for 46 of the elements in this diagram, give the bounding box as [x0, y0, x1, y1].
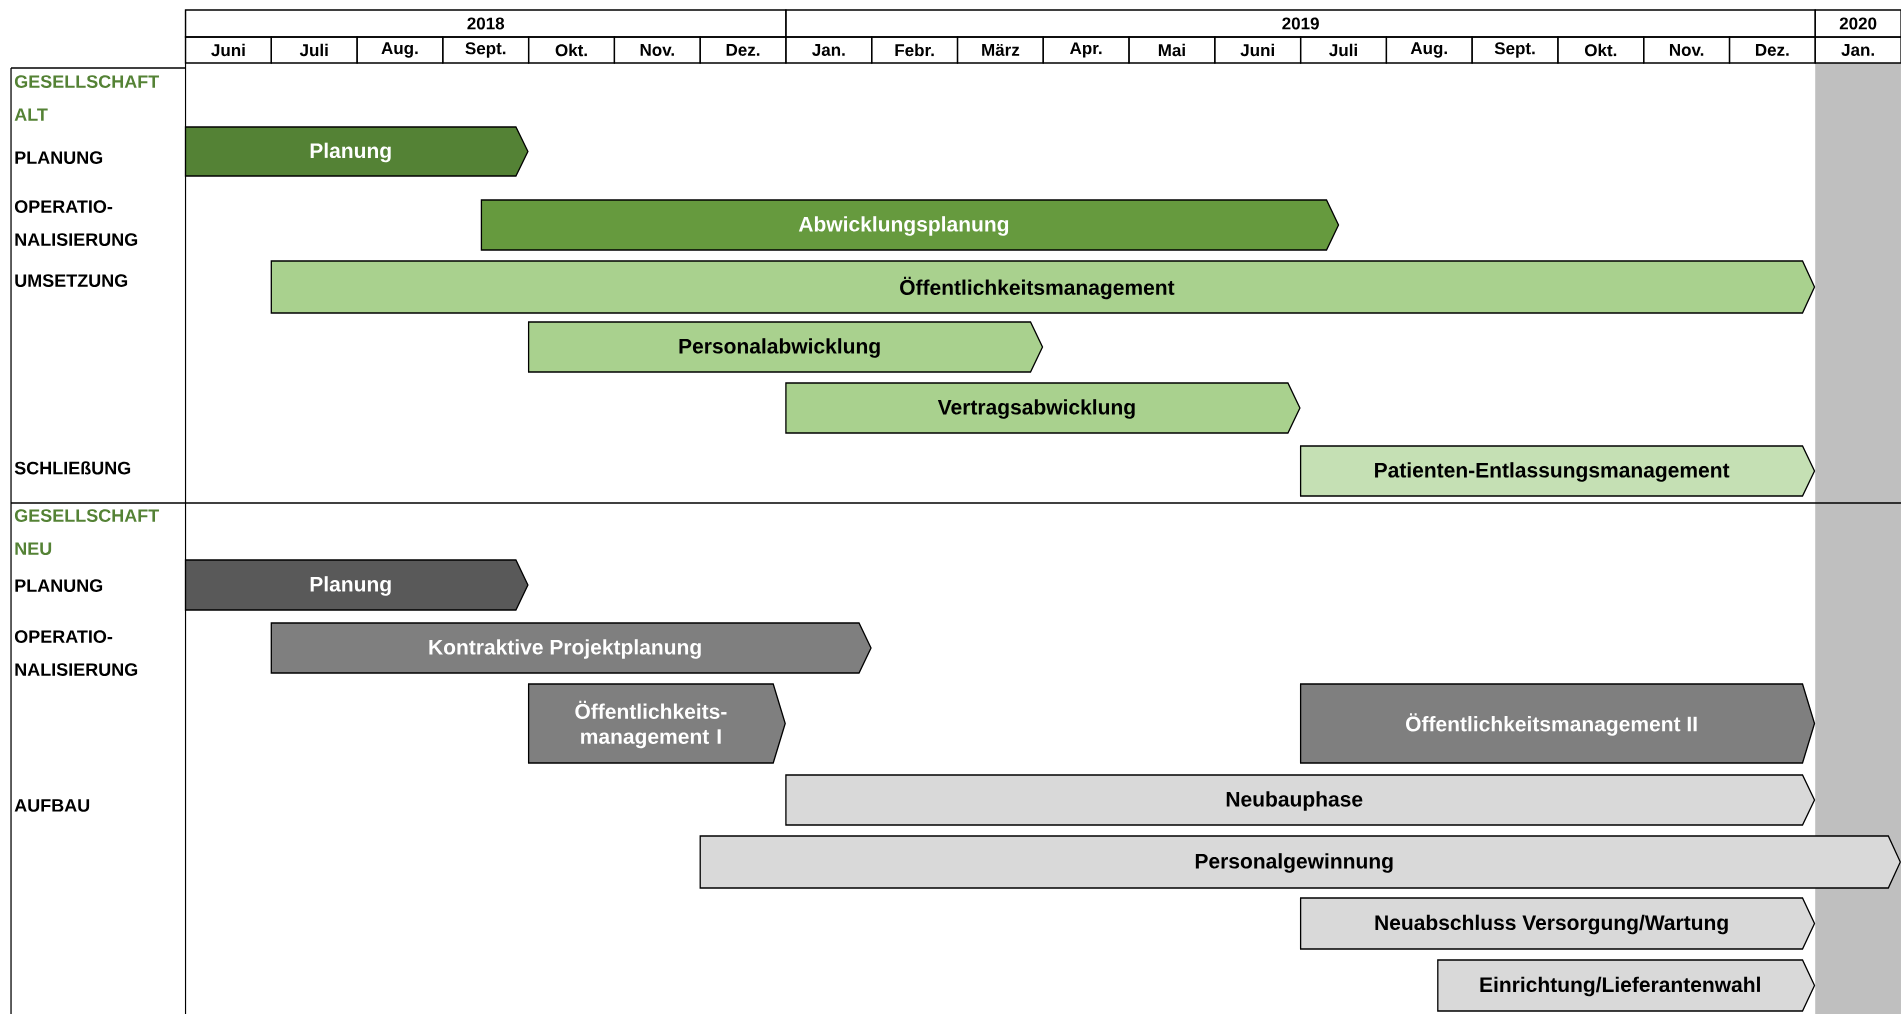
month-cell: Okt. — [1557, 36, 1645, 64]
year-cell: 2020 — [1814, 9, 1901, 38]
task-bar: Patienten-Entlassungsmanagement — [1299, 445, 1816, 497]
task-bar: Vertragsabwicklung — [785, 382, 1301, 434]
row-label: SCHLIEßUNG — [14, 461, 131, 475]
row-label: OPERATIO- NALISIERUNG — [14, 200, 138, 246]
row-label: GESELLSCHAFT NEU — [14, 509, 160, 555]
month-cell: Apr. — [1042, 36, 1130, 64]
month-cell: Jan. — [1814, 36, 1901, 64]
task-bar: Personalgewinnung — [699, 835, 1901, 889]
year-cell: 2018 — [184, 9, 787, 38]
year-cell: 2019 — [785, 9, 1816, 38]
month-cell: Okt. — [527, 36, 616, 64]
month-cell: Dez. — [699, 36, 787, 64]
month-cell: Mai — [1128, 36, 1216, 64]
month-cell: Aug. — [356, 36, 444, 64]
month-cell: Sept. — [1471, 36, 1559, 64]
month-cell: Febr. — [871, 36, 959, 64]
month-cell: Juli — [1299, 36, 1388, 64]
task-bar: Planung — [184, 126, 529, 177]
month-cell: Dez. — [1728, 36, 1816, 64]
row-label: OPERATIO- NALISIERUNG — [14, 630, 138, 676]
task-bar: Neuabschluss Versorgung/Wartung — [1299, 897, 1816, 950]
month-cell: Jan. — [785, 36, 873, 64]
month-cell: Nov. — [613, 36, 701, 64]
month-cell: Nov. — [1643, 36, 1731, 64]
task-bar: Öffentlichkeitsmanagement II — [1299, 683, 1816, 764]
row-label: AUFBAU — [14, 799, 90, 812]
task-bar: Öffentlichkeitsmanagement — [270, 260, 1816, 314]
month-cell: Aug. — [1385, 36, 1473, 64]
month-cell: Juni — [1214, 36, 1302, 64]
month-cell: Juni — [184, 36, 272, 64]
month-cell: Sept. — [442, 36, 530, 64]
month-cell: Juli — [270, 36, 358, 64]
task-bar: Planung — [184, 559, 529, 611]
task-bar: Abwicklungsplanung — [480, 199, 1340, 251]
row-label: GESELLSCHAFT ALT — [14, 75, 160, 121]
task-bar: Einrichtung/Lieferantenwahl — [1437, 959, 1816, 1012]
task-bar: Personalabwicklung — [527, 321, 1044, 373]
row-label: PLANUNG — [15, 151, 103, 164]
task-bar: Kontraktive Projektplanung — [270, 622, 872, 674]
month-cell: März — [956, 36, 1044, 64]
row-label: UMSETZUNG — [15, 274, 128, 287]
row-label: PLANUNG — [15, 579, 103, 592]
task-bar: Öffentlichkeits- management I — [527, 683, 786, 764]
task-bar: Neubauphase — [785, 774, 1816, 826]
